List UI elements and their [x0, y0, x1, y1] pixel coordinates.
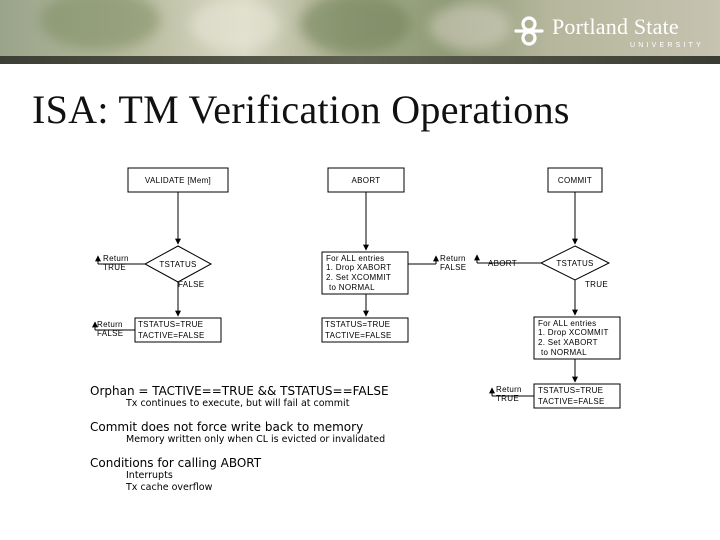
commit-action-box — [533, 383, 621, 409]
commit-abort-label: ABORT — [488, 259, 517, 268]
abort-process-box — [321, 251, 409, 295]
abort-action-line1: TSTATUS=TRUE — [325, 320, 390, 329]
notes-section: Orphan = TACTIVE==TRUE && TSTATUS==FALSE… — [90, 384, 450, 494]
header-banner: Portland State UNIVERSITY — [0, 0, 720, 64]
slide-title: ISA: TM Verification Operations — [32, 87, 570, 132]
note-heading: Commit does not force write back to memo… — [90, 420, 364, 434]
abort-start-label: ABORT — [352, 176, 381, 185]
validate-decision-label: TSTATUS — [159, 260, 196, 269]
psu-logo-icon — [514, 16, 544, 46]
validate-action-line2: TACTIVE=FALSE — [138, 331, 205, 340]
commit-process-line1: For ALL entries — [538, 319, 596, 328]
university-logo: Portland State UNIVERSITY — [512, 12, 712, 54]
note-heading: Orphan = TACTIVE==TRUE && TSTATUS==FALSE — [90, 384, 389, 398]
commit-decision-label: TSTATUS — [556, 259, 593, 268]
note-detail: Tx cache overflow — [126, 482, 213, 493]
banner-band — [0, 56, 720, 64]
abort-return-false-line2: FALSE — [440, 263, 466, 272]
abort-process-line4: to NORMAL — [329, 283, 375, 292]
abort-action-line2: TACTIVE=FALSE — [325, 331, 392, 340]
note-detail: Tx continues to execute, but will fail a… — [126, 398, 350, 409]
commit-process-line3: 2. Set XABORT — [538, 338, 598, 347]
abort-return-false-line1: Return — [440, 254, 466, 263]
commit-start-label: COMMIT — [558, 176, 592, 185]
validate-return-false-line2: FALSE — [97, 329, 123, 338]
logo-name: Portland State — [552, 14, 679, 39]
note-detail: Interrupts — [126, 470, 173, 481]
commit-return-true-line1: Return — [496, 385, 522, 394]
commit-process-line2: 1. Drop XCOMMIT — [538, 328, 609, 337]
logo-subtitle: UNIVERSITY — [630, 42, 705, 49]
validate-start-label: VALIDATE [Mem] — [145, 176, 211, 185]
abort-process-line3: 2. Set XCOMMIT — [326, 273, 391, 282]
validate-return-true-line1: Return — [103, 254, 129, 263]
validate-return-true-line2: TRUE — [103, 263, 126, 272]
commit-process-box — [533, 316, 621, 360]
commit-action-line1: TSTATUS=TRUE — [538, 386, 603, 395]
commit-action-line2: TACTIVE=FALSE — [538, 397, 605, 406]
note-detail: Memory written only when CL is evicted o… — [126, 434, 386, 445]
validate-action-line1: TSTATUS=TRUE — [138, 320, 203, 329]
commit-process-line4: to NORMAL — [541, 348, 587, 357]
commit-true-label: TRUE — [585, 280, 608, 289]
abort-process-line1: For ALL entries — [326, 254, 384, 263]
abort-action-box — [321, 317, 409, 343]
abort-start-box — [327, 167, 405, 193]
validate-return-false-line1: Return — [97, 320, 123, 329]
note-heading: Conditions for calling ABORT — [90, 456, 262, 470]
commit-return-true-line2: TRUE — [496, 394, 519, 403]
validate-false-label: FALSE — [178, 280, 204, 289]
abort-process-line2: 1. Drop XABORT — [326, 263, 391, 272]
